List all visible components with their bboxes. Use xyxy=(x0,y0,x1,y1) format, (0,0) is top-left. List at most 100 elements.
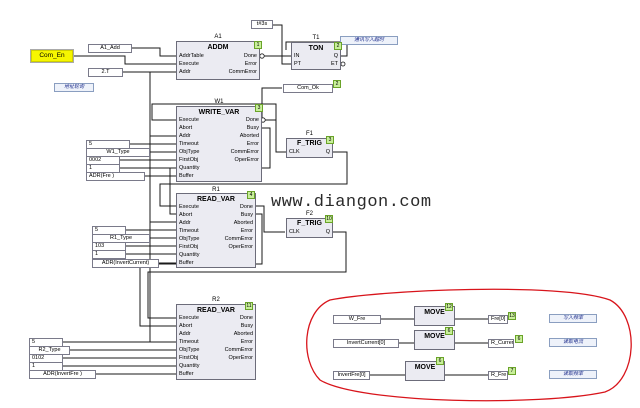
addm-output-error: Error xyxy=(244,61,257,67)
t1-instance-name: T1 xyxy=(312,35,320,41)
com-ok-number-badge: 2 xyxy=(333,80,341,88)
move-2-title: MOVE xyxy=(424,333,445,340)
move-1-output-value[interactable]: Fre[0] xyxy=(488,315,508,324)
write-var-block[interactable]: WRITE_VAR Execute Abort Addr Timeout Obj… xyxy=(176,106,262,182)
move-3-title: MOVE xyxy=(414,364,436,371)
read-var-1-input-objtype: ObjType xyxy=(179,236,200,242)
f2-instance-name: F2 xyxy=(305,211,313,217)
addm-input-execute: Execute xyxy=(179,61,199,67)
r1-quantity-value[interactable]: 1 xyxy=(92,250,126,259)
read-var-2-block[interactable]: READ_VAR Execute Abort Addr Timeout ObjT… xyxy=(176,304,256,380)
read-var-2-output-error: Error xyxy=(240,339,253,345)
read-var-2-input-buffer: Buffer xyxy=(179,371,194,377)
read-var-1-number-badge: 4 xyxy=(247,191,255,199)
move-3-number-badge: 6 xyxy=(436,357,444,365)
move-2-block[interactable]: MOVE xyxy=(414,330,455,350)
write-var-output-aborted: Aborted xyxy=(239,133,259,139)
ton-block-title: TON xyxy=(308,45,324,52)
write-var-output-done: Done xyxy=(245,117,259,123)
ton-input-pt: PT xyxy=(294,61,302,67)
ton-number-badge: 2 xyxy=(334,42,342,50)
a1-add-value[interactable]: A1_Add xyxy=(88,44,132,53)
read-var-1-output-error: Error xyxy=(240,228,253,234)
read-var-2-output-aborted: Aborted xyxy=(233,331,253,337)
move-3-output-badge: 7 xyxy=(508,367,516,375)
read-var-2-input-addr: Addr xyxy=(179,331,191,337)
ton-input-in: IN xyxy=(294,53,300,59)
two-t-value[interactable]: 2.T xyxy=(88,68,123,77)
f-trig-1-number-badge: 3 xyxy=(326,136,334,144)
read-var-1-output-done: Done xyxy=(239,204,253,210)
write-var-input-quantity: Quantity xyxy=(179,165,200,171)
f1-instance-name: F1 xyxy=(305,131,313,137)
comment-read-freq: 读取频率 xyxy=(549,370,597,379)
write-var-number-badge: 3 xyxy=(255,104,263,112)
read-var-1-block[interactable]: READ_VAR Execute Abort Addr Timeout ObjT… xyxy=(176,193,256,268)
r2-buffer-value[interactable]: ADR(InvertFre ) xyxy=(29,370,96,379)
read-var-1-input-buffer: Buffer xyxy=(179,260,194,266)
read-var-1-input-abort: Abort xyxy=(179,212,193,218)
read-var-2-title: READ_VAR xyxy=(197,307,235,314)
read-var-2-input-execute: Execute xyxy=(179,315,199,321)
r1-instance-name: R1 xyxy=(212,187,220,193)
move-2-input-value[interactable]: InvertCurrent[0] xyxy=(333,339,399,348)
read-var-2-input-timeout: Timeout xyxy=(179,339,199,345)
w1-buffer-value[interactable]: ADR(Fre ) xyxy=(86,172,145,181)
f-trig-1-title: F_TRIG xyxy=(297,140,322,147)
f-trig-2-title: F_TRIG xyxy=(297,220,322,227)
f-trig-2-input-clk: CLK xyxy=(289,229,300,235)
r1-buffer-value[interactable]: ADR(InvertCurrent) xyxy=(92,259,159,268)
comment-comm-timeout: 通讯写入超时 xyxy=(340,36,398,45)
move-2-number-badge: 6 xyxy=(445,327,453,335)
move-2-output-badge: 6 xyxy=(515,335,523,343)
move-1-title: MOVE xyxy=(424,309,445,316)
f-trig-2-output-q: Q xyxy=(325,229,330,235)
write-var-input-addr: Addr xyxy=(179,133,191,139)
f-trig-1-block[interactable]: F_TRIG CLK Q xyxy=(286,138,333,158)
move-3-input-value[interactable]: InvertFre[0] xyxy=(333,371,370,380)
read-var-1-title: READ_VAR xyxy=(197,196,235,203)
move-1-block[interactable]: MOVE xyxy=(414,306,455,326)
com-en-variable[interactable]: Com_En xyxy=(30,49,74,63)
read-var-2-input-abort: Abort xyxy=(179,323,193,329)
write-var-output-commerror: CommError xyxy=(230,149,259,155)
read-var-2-input-quantity: Quantity xyxy=(179,363,200,369)
write-var-block-title: WRITE_VAR xyxy=(198,109,240,116)
addm-input-addr: Addr xyxy=(179,69,191,75)
a1-instance-name: A1 xyxy=(214,34,222,40)
f-trig-2-block[interactable]: F_TRIG CLK Q xyxy=(286,218,333,238)
f-trig-1-output-q: Q xyxy=(325,149,330,155)
read-var-1-input-execute: Execute xyxy=(179,204,199,210)
move-1-input-value[interactable]: W_Fre xyxy=(333,315,381,324)
move-2-output-value[interactable]: R_Current xyxy=(488,339,514,348)
write-var-input-timeout: Timeout xyxy=(179,141,199,147)
write-var-input-execute: Execute xyxy=(179,117,199,123)
addm-block[interactable]: ADDM AddrTable Execute Addr Done Error C… xyxy=(176,41,260,80)
f-trig-2-number-badge: 10 xyxy=(325,215,333,223)
f-trig-1-input-clk: CLK xyxy=(289,149,300,155)
read-var-1-output-aborted: Aborted xyxy=(233,220,253,226)
read-var-2-number-badge: 11 xyxy=(245,302,253,310)
read-var-2-output-done: Done xyxy=(239,315,253,321)
ton-block[interactable]: TON IN PT Q ET xyxy=(291,42,341,70)
comment-auto-loop: 地址轮询 xyxy=(54,83,94,92)
com-ok-value[interactable]: Com_Ok xyxy=(283,84,333,93)
write-var-output-opererror: OperError xyxy=(234,157,259,163)
write-var-output-error: Error xyxy=(246,141,259,147)
move-1-number-badge: 12 xyxy=(445,303,453,311)
read-var-1-output-commerror: CommError xyxy=(224,236,253,242)
read-var-2-output-commerror: CommError xyxy=(224,347,253,353)
read-var-2-input-firstobj: FirstObj xyxy=(179,355,199,361)
read-var-1-input-quantity: Quantity xyxy=(179,252,200,258)
move-3-block[interactable]: MOVE xyxy=(405,361,445,381)
read-var-1-input-timeout: Timeout xyxy=(179,228,199,234)
move-3-output-value[interactable]: R_Fre xyxy=(488,371,508,380)
write-var-output-busy: Busy xyxy=(246,125,259,131)
write-var-input-firstobj: FirstObj xyxy=(179,157,199,163)
comment-write-freq: 写入频率 xyxy=(549,314,597,323)
t3s-value[interactable]: t#3s xyxy=(251,20,273,29)
read-var-1-input-addr: Addr xyxy=(179,220,191,226)
comment-read-current: 读取电流 xyxy=(549,338,597,347)
ton-output-q: Q xyxy=(333,53,338,59)
